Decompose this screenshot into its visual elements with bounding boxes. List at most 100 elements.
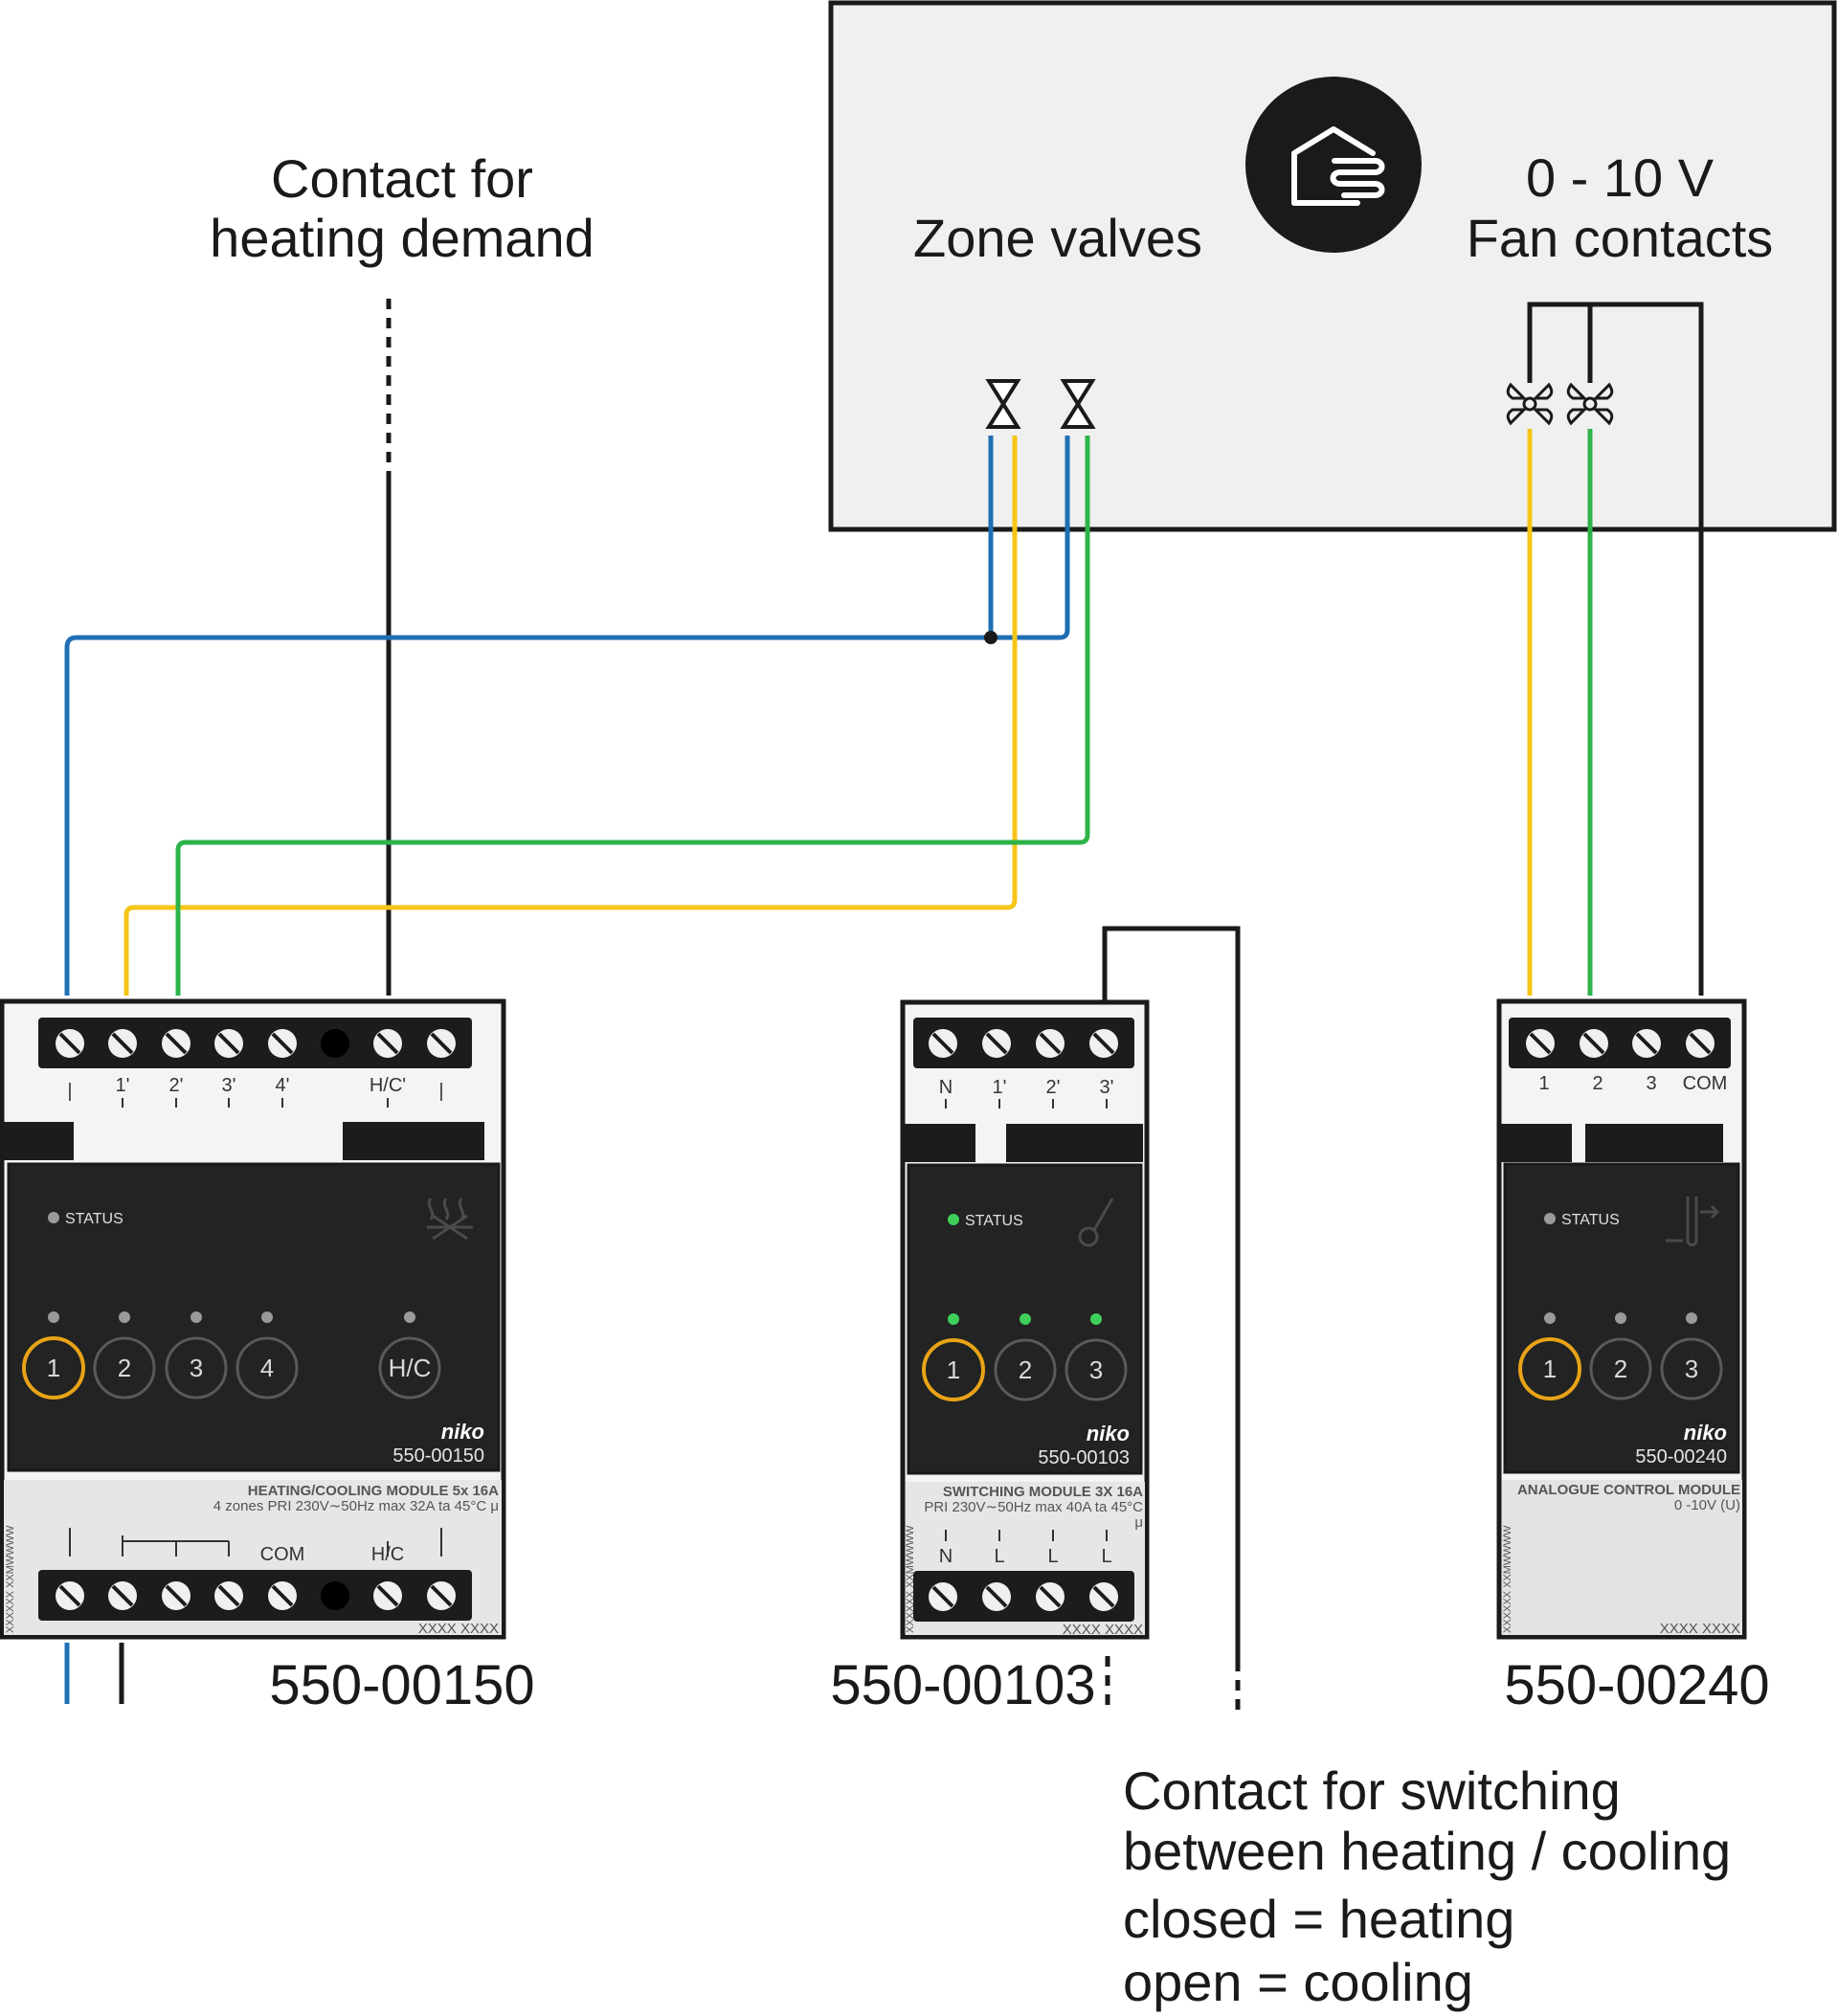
terminal-screw <box>1036 1029 1065 1058</box>
channel-button-1[interactable]: 1 <box>22 1336 85 1400</box>
module-face <box>7 1162 501 1472</box>
zone-valves-label: Zone valves <box>913 208 1202 268</box>
switching-contact-label-4: open = cooling <box>1123 1952 1473 2012</box>
channel-button-3[interactable]: 3 <box>1660 1337 1723 1400</box>
channel-led <box>191 1311 202 1323</box>
spec-mu: μ <box>1134 1514 1143 1531</box>
module-clip-right <box>1006 1124 1143 1162</box>
button-label: 3 <box>1089 1355 1103 1384</box>
channel-button-1[interactable]: 1 <box>1518 1337 1581 1400</box>
channel-leds <box>48 1311 415 1323</box>
button-label: 2 <box>1019 1355 1032 1384</box>
button-label: 2 <box>118 1354 131 1382</box>
terminal-strip-top <box>913 1018 1134 1068</box>
switching-contact-label-3: closed = heating <box>1123 1889 1514 1949</box>
terminal-screw <box>56 1029 84 1058</box>
terminal-screw <box>1526 1029 1555 1058</box>
fan-icon <box>1566 382 1614 426</box>
channel-button-1[interactable]: 1 <box>922 1338 985 1401</box>
module-clip-left <box>2 1122 74 1160</box>
terminal-strip-bottom <box>913 1571 1134 1622</box>
wire-green-valve <box>175 436 1090 996</box>
wire-blue-valve2 <box>991 436 1070 640</box>
terminal-label: 3 <box>1646 1073 1656 1094</box>
channel-button-3[interactable]: 3 <box>1065 1338 1128 1401</box>
terminal-screws-top <box>1526 1029 1715 1058</box>
valve-icon <box>985 379 1021 429</box>
hvac-unit: Zone valves 0 - 10 V Fan contacts <box>828 0 1837 532</box>
switching-module: N 1' 2' 3' STATUS 1 2 <box>830 999 1150 1716</box>
terminal-screw <box>1580 1029 1608 1058</box>
terminal-label: H/C' <box>370 1075 406 1096</box>
terminal-screws-bottom <box>56 1581 456 1610</box>
terminal-label: | <box>438 1081 443 1102</box>
status-led <box>48 1212 59 1223</box>
switching-contact-label-2: between heating / cooling <box>1123 1821 1731 1881</box>
channel-button-4[interactable]: 4 <box>235 1336 299 1400</box>
channel-buttons: 1 2 3 <box>1518 1337 1723 1400</box>
terminal-screw <box>108 1029 137 1058</box>
side-serial: XXXXXX XXMWWWW <box>1502 1525 1513 1633</box>
hc-button[interactable]: H/C <box>378 1336 441 1400</box>
terminal-screw <box>373 1581 402 1610</box>
terminal-screw <box>982 1029 1011 1058</box>
terminal-screw <box>268 1581 297 1610</box>
model-number: 550-00103 <box>1038 1447 1130 1468</box>
wires <box>64 299 1704 1714</box>
terminal-ticks <box>945 1530 1108 1541</box>
terminal-label: 1' <box>993 1077 1007 1098</box>
terminal-blank <box>321 1029 349 1058</box>
serial-number: XXXX XXXX <box>1063 1622 1143 1638</box>
terminal-label: 4' <box>276 1075 290 1096</box>
terminal-labels-bottom: N L L L <box>939 1530 1112 1567</box>
terminal-label: H/C <box>371 1544 404 1565</box>
status-led <box>1544 1213 1556 1224</box>
spec-line: 0 -10V (U) <box>1674 1497 1740 1513</box>
channel-led <box>1615 1312 1626 1324</box>
channel-button-2[interactable]: 2 <box>1589 1337 1652 1400</box>
terminal-label: | <box>67 1081 72 1102</box>
fan-contacts-label: Fan contacts <box>1467 208 1774 268</box>
terminal-label: COM <box>1683 1073 1728 1094</box>
terminal-screw <box>56 1581 84 1610</box>
button-label: 2 <box>1614 1355 1627 1383</box>
serial-number: XXXX XXXX <box>1660 1621 1740 1637</box>
wire-yellow-valve <box>123 436 1018 996</box>
terminal-label: 2' <box>169 1075 184 1096</box>
terminal-screw <box>929 1029 957 1058</box>
switch-icon <box>1078 1198 1114 1247</box>
terminal-screw <box>427 1029 456 1058</box>
terminal-screw <box>1036 1582 1065 1611</box>
terminal-strip-top <box>1509 1018 1731 1068</box>
terminal-label: 2' <box>1046 1077 1061 1098</box>
terminal-label: N <box>939 1077 953 1098</box>
spec-line: 4 zones PRI 230V∼50Hz max 32A ta 45°C μ <box>213 1498 499 1514</box>
spec-title: ANALOGUE CONTROL MODULE <box>1517 1482 1740 1498</box>
terminal-label: 2 <box>1592 1073 1603 1094</box>
spec-title: HEATING/COOLING MODULE 5x 16A <box>248 1483 499 1499</box>
terminal-screws-top <box>56 1029 456 1058</box>
spec-title: SWITCHING MODULE 3X 16A <box>943 1484 1143 1500</box>
analogue-control-module: 1 2 3 COM STATUS 1 2 <box>1496 998 1770 1716</box>
terminal-label: 3' <box>222 1075 236 1096</box>
heating-demand-label-1: Contact for <box>271 148 533 209</box>
terminal-screw <box>427 1581 456 1610</box>
terminal-screw <box>373 1029 402 1058</box>
fan-contacts-voltage-label: 0 - 10 V <box>1526 147 1715 208</box>
channel-button-2[interactable]: 2 <box>93 1336 156 1400</box>
switching-contact-label-1: Contact for switching <box>1123 1760 1621 1821</box>
model-number: 550-00150 <box>392 1445 484 1467</box>
channel-button-2[interactable]: 2 <box>994 1338 1057 1401</box>
channel-button-3[interactable]: 3 <box>165 1336 228 1400</box>
channel-led <box>261 1311 273 1323</box>
terminal-screws-top <box>929 1029 1118 1058</box>
fan-icon <box>1506 382 1554 426</box>
terminal-screw <box>108 1581 137 1610</box>
model-number: 550-00240 <box>1635 1446 1727 1467</box>
analogue-output-icon <box>1666 1197 1720 1246</box>
channel-led <box>1686 1312 1697 1324</box>
terminal-strip-top <box>38 1018 472 1068</box>
terminal-screw <box>268 1029 297 1058</box>
status-label: STATUS <box>965 1213 1023 1229</box>
